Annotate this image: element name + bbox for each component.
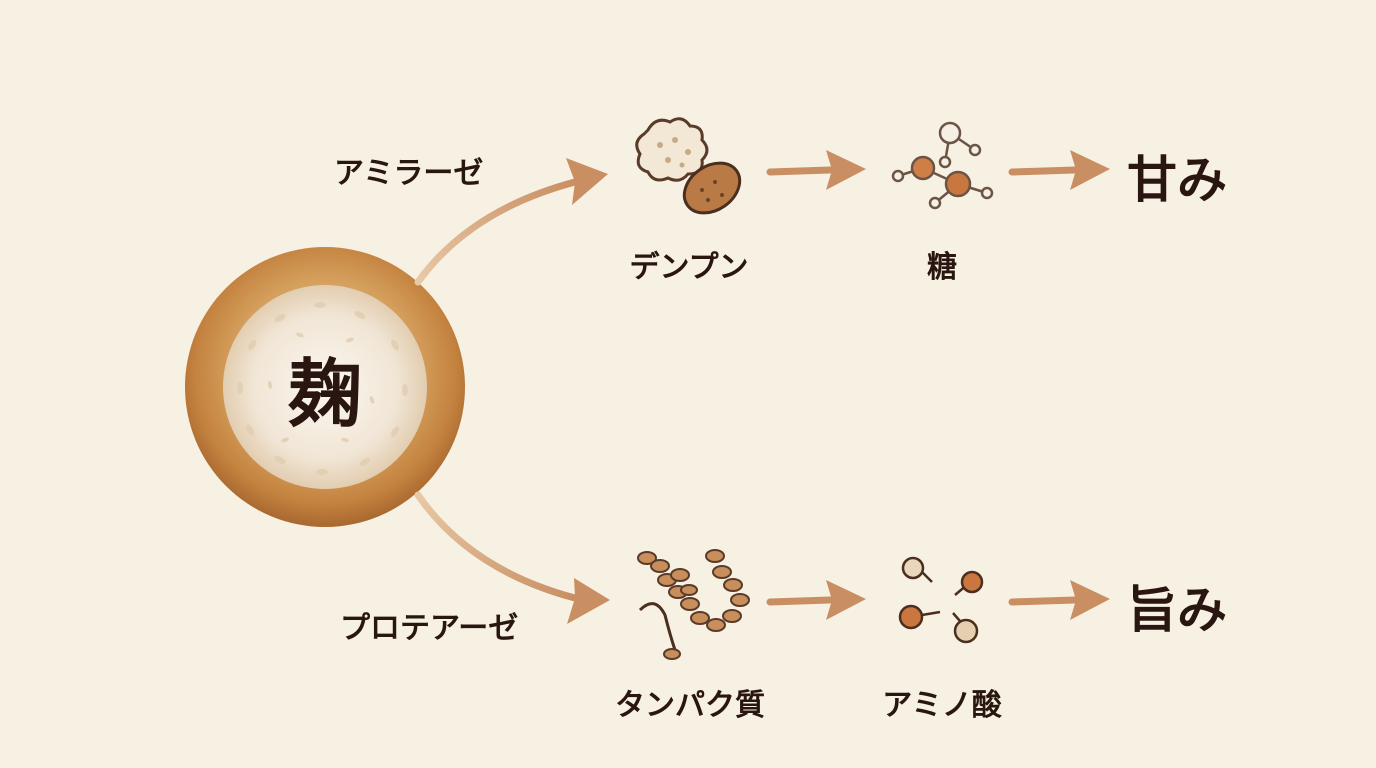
branch-arrow-bottom <box>414 491 610 624</box>
starch-icon <box>635 117 742 215</box>
substrate-label-protein: タンパク質 <box>615 688 765 723</box>
product-label-amino-acid: アミノ酸 <box>882 688 1002 723</box>
arrow-sugar-to-sweetness <box>1008 150 1110 190</box>
substrate-label-starch: デンプン <box>629 250 749 285</box>
arrow-starch-to-sugar <box>766 150 866 190</box>
arrow-amino-to-umami <box>1008 580 1110 620</box>
branch-arrow-top <box>414 158 608 286</box>
enzyme-label-amylase: アミラーゼ <box>334 156 484 191</box>
result-label-sweetness: 甘み <box>1127 151 1227 209</box>
koji-sphere <box>185 247 465 527</box>
arrow-protein-to-amino <box>766 580 866 620</box>
enzyme-label-protease: プロテアーゼ <box>340 611 519 646</box>
koji-label: 麹 <box>288 351 362 438</box>
sugar-molecule-icon <box>891 121 994 210</box>
product-label-sugar: 糖 <box>927 250 957 285</box>
protein-chain-icon <box>637 549 750 660</box>
amino-acid-icon <box>898 556 984 644</box>
result-label-umami: 旨み <box>1127 581 1227 639</box>
